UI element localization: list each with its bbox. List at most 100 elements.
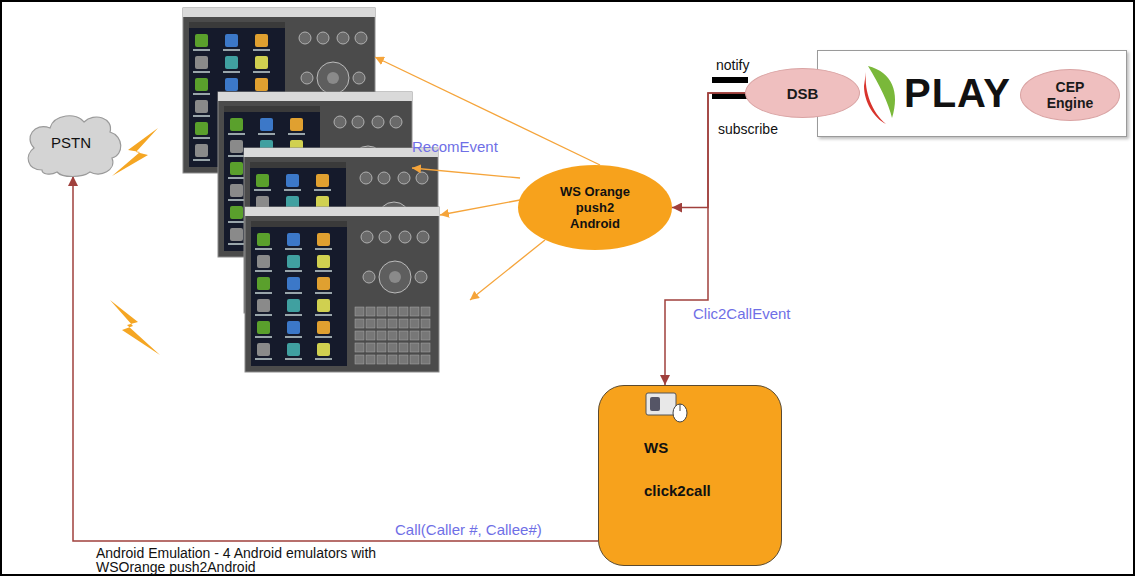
engine-name: CEP Engine — [1039, 79, 1101, 111]
keyboard-key — [399, 307, 408, 316]
app-icon — [290, 118, 303, 131]
app-icon — [316, 174, 329, 187]
app-icon — [257, 255, 270, 268]
emulator-titlebar — [244, 148, 438, 157]
emulator-button — [317, 32, 329, 44]
engine-ellipse: CEP Engine — [1020, 69, 1120, 121]
emulator-button — [398, 172, 410, 184]
emulator-button — [301, 72, 313, 84]
app-icon-caption — [254, 189, 271, 191]
service-name: WS Orange push2 Android — [555, 184, 635, 232]
app-icon — [255, 56, 268, 69]
keyboard-key — [399, 343, 408, 352]
app-icon-caption — [258, 133, 275, 135]
keyboard-key — [410, 355, 419, 364]
keyboard-key — [410, 331, 419, 340]
emulator-button — [299, 32, 311, 44]
logo-swirl — [862, 62, 902, 126]
app-icon — [317, 255, 330, 268]
emulator-button — [416, 172, 428, 184]
caption-note: Android Emulation - 4 Android emulators … — [96, 546, 386, 574]
emulator-dpad — [317, 62, 349, 94]
app-icon — [230, 228, 243, 241]
android-emulators — [183, 8, 439, 372]
emulator-button — [417, 231, 429, 243]
emulator-frame — [245, 207, 439, 372]
app-icon-caption — [193, 115, 210, 117]
app-icon — [286, 174, 299, 187]
icon-mouse — [673, 404, 687, 422]
keyboard-key — [388, 343, 397, 352]
emulator-button — [334, 116, 346, 128]
app-icon-caption — [255, 358, 272, 360]
keyboard-key — [421, 355, 430, 364]
app-icon-caption — [285, 292, 302, 294]
status-bar — [250, 162, 346, 168]
keyboard-key — [355, 331, 364, 340]
icon-screen — [646, 393, 676, 415]
app-icon-caption — [288, 133, 305, 135]
emulator-dpad — [379, 261, 411, 293]
icon-phone — [650, 397, 660, 411]
app-icon — [317, 299, 330, 312]
icon-mouse-button — [680, 404, 681, 411]
app-icon — [195, 144, 208, 157]
app-icon — [317, 233, 330, 246]
status-bar — [251, 221, 347, 227]
emulator-button — [352, 116, 364, 128]
edge-label: Call(Caller #, Callee#) — [395, 521, 542, 538]
emulator-button — [337, 32, 349, 44]
app-icon — [230, 162, 243, 175]
app-icon — [257, 277, 270, 290]
emulator-button — [363, 271, 375, 283]
app-icon-caption — [193, 93, 210, 95]
app-icon — [195, 78, 208, 91]
app-icon-caption — [285, 358, 302, 360]
keyboard-key — [388, 319, 397, 328]
app-icon-caption — [193, 49, 210, 51]
app-icon — [287, 255, 300, 268]
app-icon — [225, 78, 238, 91]
app-icon-caption — [228, 221, 245, 223]
push-arrow — [412, 168, 520, 178]
keyboard-key — [410, 343, 419, 352]
keyboard-key — [388, 331, 397, 340]
keyboard-key — [355, 343, 364, 352]
app-icon-caption — [255, 270, 272, 272]
keyboard-key — [421, 343, 430, 352]
app-icon-caption — [228, 243, 245, 245]
platform-logo-text: PLAY — [904, 73, 1011, 113]
app-icon-caption — [193, 137, 210, 139]
app-icon-caption — [285, 270, 302, 272]
app-icon-caption — [285, 336, 302, 338]
bus-ellipse: DSB — [745, 68, 860, 118]
emulator-button — [399, 231, 411, 243]
app-icon-caption — [315, 248, 332, 250]
emulator-titlebar — [183, 8, 375, 17]
emulator-button — [378, 172, 390, 184]
push-arrow — [470, 240, 545, 300]
app-icon-caption — [255, 336, 272, 338]
app-icon-caption — [315, 270, 332, 272]
emulator-button — [353, 72, 365, 84]
port-label: notify — [716, 57, 749, 73]
app-icon — [317, 277, 330, 290]
keyboard-key — [388, 307, 397, 316]
status-bar — [224, 106, 320, 112]
service-box: WS click2call — [598, 385, 782, 566]
app-icon — [225, 56, 238, 69]
bus-name: DSB — [787, 85, 819, 102]
keyboard-key — [355, 319, 364, 328]
cloud-shape — [28, 116, 121, 177]
app-icon — [260, 118, 273, 131]
app-icon-caption — [315, 358, 332, 360]
emulator-button — [361, 231, 373, 243]
emulator-button — [355, 32, 367, 44]
app-icon — [256, 174, 269, 187]
socket-bar — [712, 93, 748, 99]
keyboard-key — [355, 307, 364, 316]
app-icon-caption — [193, 71, 210, 73]
keyboard-key — [377, 331, 386, 340]
app-icon-caption — [255, 292, 272, 294]
emulator-screen — [251, 221, 347, 366]
